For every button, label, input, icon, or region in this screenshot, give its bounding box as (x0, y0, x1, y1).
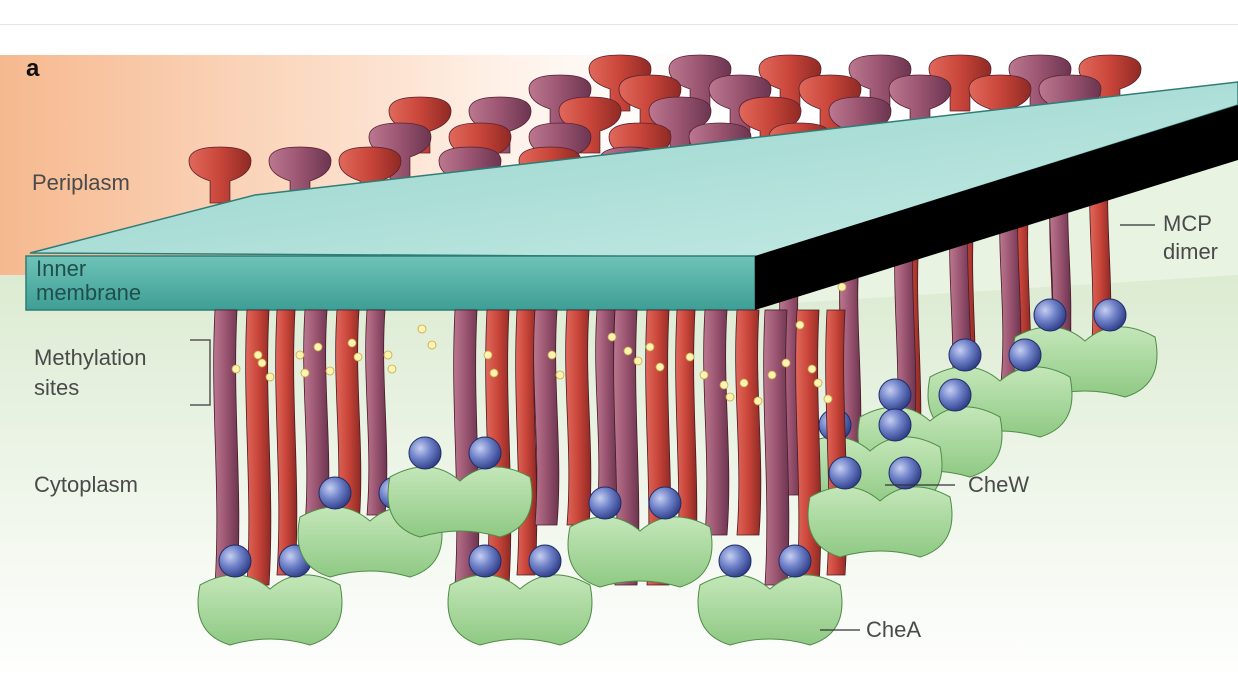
chew-protein (469, 545, 501, 577)
methylation-site-dot (782, 359, 790, 367)
methylation-site-dot (232, 365, 240, 373)
methylation-site-dot (301, 369, 309, 377)
chew-protein (889, 457, 921, 489)
chew-protein (779, 545, 811, 577)
array-illustration (0, 25, 1238, 681)
chew-protein (939, 379, 971, 411)
mcp-helix (764, 310, 789, 585)
methylation-site-dot (490, 369, 498, 377)
mcp-helix (276, 310, 297, 575)
methylation-site-dot (484, 351, 492, 359)
chew-protein (319, 477, 351, 509)
chew-protein (829, 457, 861, 489)
methylation-site-dot (814, 379, 822, 387)
methylation-site-dot (824, 395, 832, 403)
methylation-site-dot (348, 339, 356, 347)
methylation-site-dot (720, 381, 728, 389)
mcp-helix (534, 310, 559, 525)
methylation-site-dot (296, 351, 304, 359)
mcp-helix (736, 310, 761, 535)
chew-protein (879, 409, 911, 441)
methylation-site-dot (354, 353, 362, 361)
methylation-site-dot (326, 367, 334, 375)
chew-protein (1034, 299, 1066, 331)
chea-label: CheA (866, 618, 921, 642)
methylation-site-dot (608, 333, 616, 341)
front-receptor-layer (198, 283, 952, 645)
chew-protein (949, 339, 981, 371)
chew-protein (589, 487, 621, 519)
inner-membrane-label: Inner membrane (36, 257, 141, 305)
periplasm-label: Periplasm (32, 171, 130, 195)
methylation-site-dot (726, 393, 734, 401)
methylation-site-dot (838, 283, 846, 291)
chew-protein (529, 545, 561, 577)
methylation-site-dot (634, 357, 642, 365)
methylation-site-dot (796, 321, 804, 329)
methylation-site-dot (258, 359, 266, 367)
chew-protein (879, 379, 911, 411)
methylation-site-dot (686, 353, 694, 361)
mcp-helix (704, 310, 729, 535)
methylation-site-dot (418, 325, 426, 333)
methylation-site-dot (556, 371, 564, 379)
chew-protein (649, 487, 681, 519)
methylation-site-dot (254, 351, 262, 359)
methylation-site-dot (646, 343, 654, 351)
mcp-dimer-label: MCP dimer (1163, 210, 1218, 266)
mcp-helix (566, 310, 591, 525)
panel-letter: a (26, 55, 39, 83)
methylation-sites-label: Methylation sites (34, 343, 147, 403)
mcp-helix (214, 310, 239, 585)
chew-protein (1009, 339, 1041, 371)
methylation-site-dot (384, 351, 392, 359)
chew-protein (219, 545, 251, 577)
methylation-site-dot (700, 371, 708, 379)
methylation-site-dot (266, 373, 274, 381)
cytoplasm-label: Cytoplasm (34, 473, 138, 497)
methylation-site-dot (314, 343, 322, 351)
methylation-site-dot (388, 365, 396, 373)
methylation-site-dot (768, 371, 776, 379)
chew-protein (1094, 299, 1126, 331)
chemoreceptor-array-figure: a Periplasm Inner membrane Methylation s… (0, 25, 1238, 681)
methylation-site-dot (740, 379, 748, 387)
methylation-site-dot (624, 347, 632, 355)
methylation-site-dot (754, 397, 762, 405)
methylation-site-dot (656, 363, 664, 371)
chew-protein (719, 545, 751, 577)
methylation-site-dot (808, 365, 816, 373)
methylation-site-dot (548, 351, 556, 359)
chew-protein (409, 437, 441, 469)
chew-label: CheW (968, 473, 1029, 497)
methylation-site-dot (428, 341, 436, 349)
chew-protein (469, 437, 501, 469)
top-toolbar-strip (0, 0, 1238, 25)
